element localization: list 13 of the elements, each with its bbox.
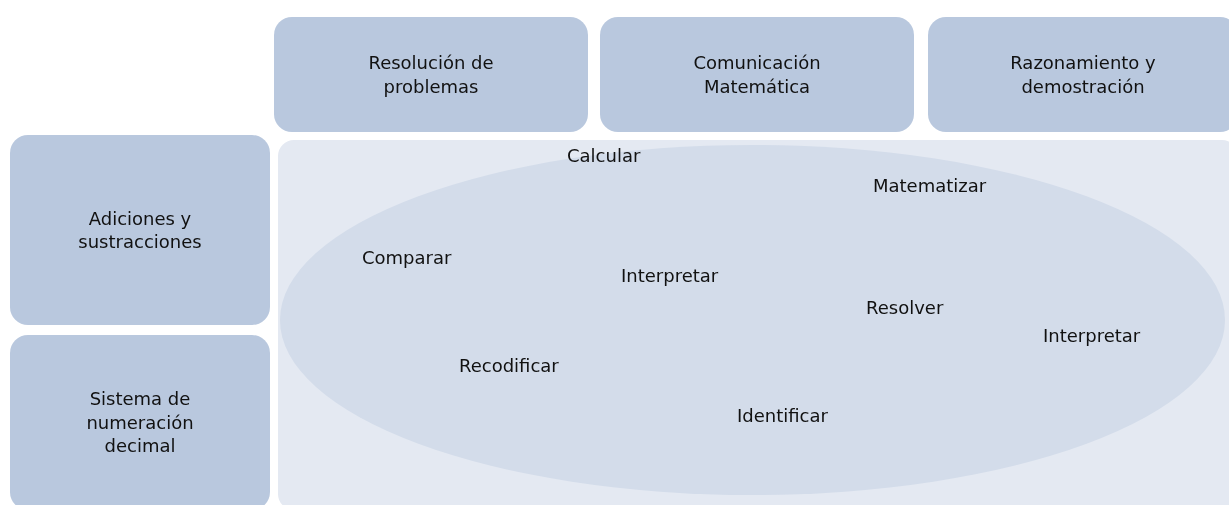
skill-word: Matematizar xyxy=(873,175,987,196)
column-header: Comunicación Matemática xyxy=(600,17,914,132)
skill-word: Resolver xyxy=(866,297,944,318)
column-header: Resolución de problemas xyxy=(274,17,588,132)
skill-word: Calcular xyxy=(567,145,641,166)
skill-word: Interpretar xyxy=(621,265,719,286)
skill-word: Recodificar xyxy=(459,355,559,376)
row-header: Adiciones y sustracciones xyxy=(10,135,270,325)
column-header: Razonamiento y demostración xyxy=(928,17,1229,132)
skill-word: Interpretar xyxy=(1043,325,1141,346)
row-header: Sistema de numeración decimal xyxy=(10,335,270,505)
skill-word: Identificar xyxy=(737,405,828,426)
skill-word: Comparar xyxy=(362,247,452,268)
